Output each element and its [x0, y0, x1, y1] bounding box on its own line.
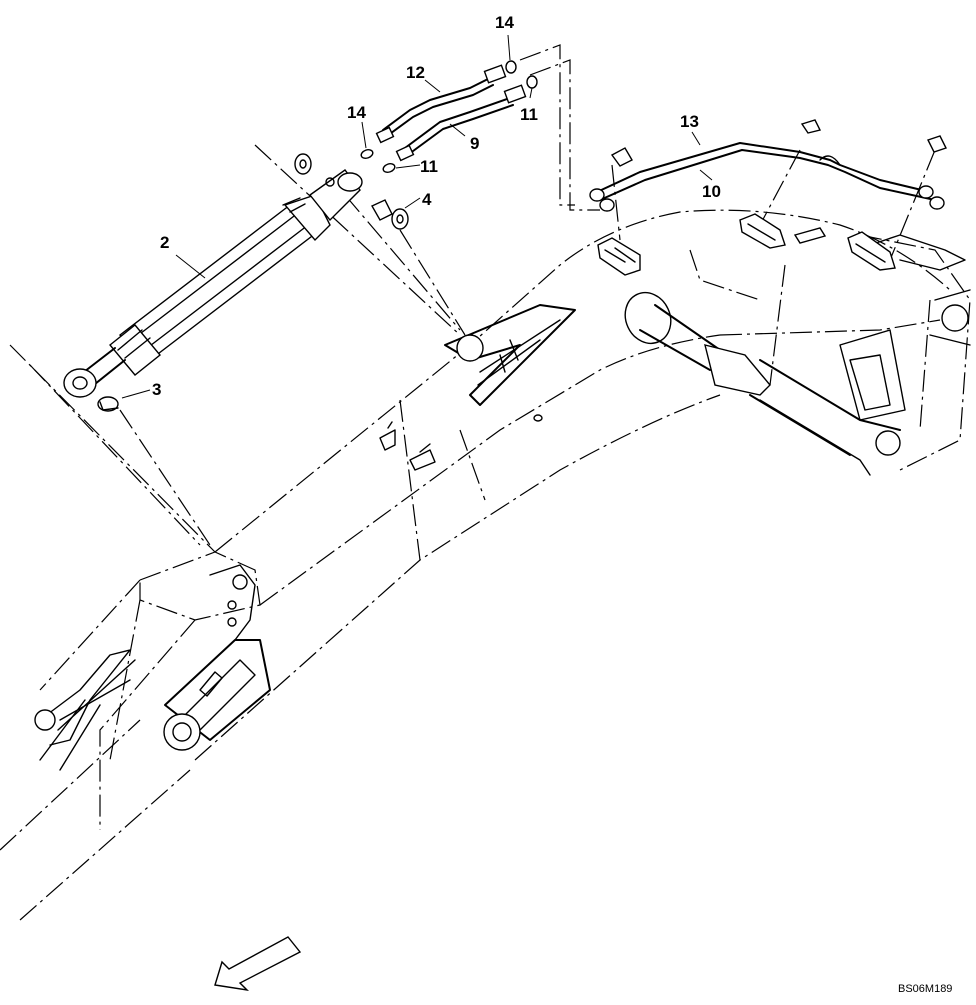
drawing-code: BS06M189 — [898, 983, 952, 995]
projection-lines — [9, 44, 936, 553]
pipes-10-13 — [589, 142, 945, 212]
part-4-bushing — [294, 153, 409, 230]
label-3: 3 — [152, 380, 161, 399]
boom-outline — [0, 209, 971, 921]
label-11-lower: 11 — [420, 157, 438, 176]
pipe-clamps — [597, 119, 947, 276]
label-12: 12 — [406, 63, 425, 82]
boom-cylinder-pin-bracket — [444, 304, 576, 406]
callout-labels: 2 3 4 9 10 11 11 12 13 14 14 — [152, 13, 721, 399]
direction-arrow-icon — [214, 936, 302, 992]
boom-side-clamps — [379, 414, 543, 471]
label-14-lower: 14 — [347, 103, 366, 122]
label-14-upper: 14 — [495, 13, 514, 32]
label-9: 9 — [470, 134, 479, 153]
label-10: 10 — [702, 182, 721, 201]
arm-cylinder — [63, 169, 363, 398]
label-4: 4 — [422, 190, 432, 209]
label-11-upper: 11 — [520, 105, 538, 124]
o-rings — [360, 60, 538, 173]
label-13: 13 — [680, 112, 699, 131]
boom-foot-bracket — [34, 564, 271, 771]
callout-leaders — [121, 34, 713, 399]
hoses-9-12 — [375, 64, 527, 162]
part-3-bushing — [97, 396, 119, 412]
label-2: 2 — [160, 233, 169, 252]
boom-cylinder-existing — [624, 234, 971, 476]
